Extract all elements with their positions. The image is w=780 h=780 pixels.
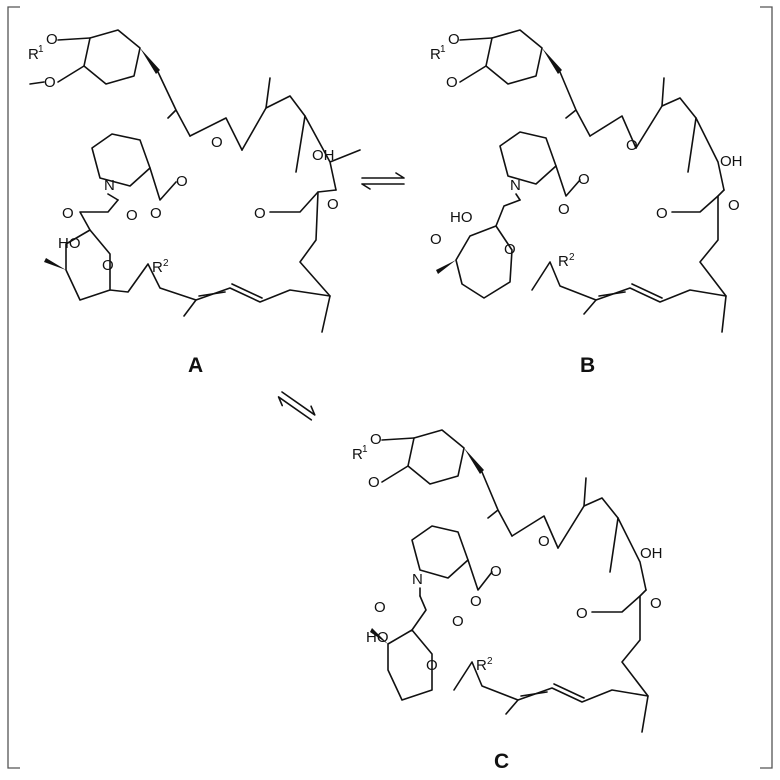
carbonyl-oxygen-1: O [211,134,223,151]
r2-sup: 2 [569,252,575,263]
r2-sup: 2 [163,258,169,269]
left-bracket [8,7,20,768]
ring-oxygen-c: O [426,657,438,674]
ester-link-oxygen-c: O [490,563,502,580]
structure-c: R 1 O O O OH O O R 2 HO O O O N O O [352,430,663,773]
dione-oxygen-1: O [374,599,386,616]
label-b: B [580,354,595,377]
r2-label: R [152,259,163,276]
nitrogen-b: N [510,177,521,194]
label-c: C [494,750,509,773]
equilibrium-arrow-a-c [276,388,318,424]
dione-oxygen-1: O [62,205,74,222]
hydroxyl-ho-a: HO [58,235,81,252]
dione-oxygen-2: O [452,613,464,630]
methoxy-oxygen-2: O [576,605,588,622]
label-a: A [188,354,203,377]
piperidine-ring [500,132,556,184]
ketone-oxygen: O [728,197,740,214]
hydroxyl-b: OH [720,153,743,170]
dione-oxygen-2: O [126,207,138,224]
cyclohexane-ring [84,30,140,84]
equilibrium-arrow-a-b [362,173,404,189]
ester-oxygen-a: O [150,205,162,222]
ketone-oxygen: O [327,196,339,213]
ester-link-oxygen-a: O [176,173,188,190]
ester-oxygen-c: O [470,593,482,610]
right-bracket [760,7,772,768]
methoxy-oxygen-2: O [254,205,266,222]
oxygen-r1: O [370,431,382,448]
oxygen-r1: O [448,31,460,48]
piperidine-ring [92,134,150,186]
nitrogen-a: N [104,177,115,194]
ester-link-oxygen-b: O [578,171,590,188]
ester-oxygen-b: O [558,201,570,218]
ketone-oxygen: O [650,595,662,612]
carbonyl-oxygen-1: O [626,137,638,154]
r2-sup: 2 [487,656,493,667]
hydroxyl-a: OH [312,147,335,164]
structure-b: R 1 O O O OH O O R 2 HO O O N O O B [430,30,743,377]
hydroxyl-ho-c: HO [366,629,389,646]
methoxy-oxygen: O [368,474,380,491]
r2-label: R [558,253,569,270]
nitrogen-c: N [412,571,423,588]
methoxy-oxygen: O [446,74,458,91]
ring-oxygen-b: O [504,241,516,258]
hydroxyl-c: OH [640,545,663,562]
structure-a: R 1 O O O OH O O R 2 HO O O O N [28,30,360,377]
r1-sup: 1 [38,44,44,55]
r1-sup: 1 [440,44,446,55]
cyclohexane-ring [486,30,542,84]
carbonyl-oxygen-1: O [538,533,550,550]
oxygen-r1: O [46,31,58,48]
methoxy-oxygen: O [44,74,56,91]
r2-label: R [476,657,487,674]
ketone-oxygen-b: O [430,231,442,248]
cyclohexane-ring [408,430,464,484]
oxepane-ring [456,226,512,298]
hydroxyl-ho-b: HO [450,209,473,226]
r1-sup: 1 [362,444,368,455]
ring-oxygen-a: O [102,257,114,274]
methoxy-oxygen-2: O [656,205,668,222]
